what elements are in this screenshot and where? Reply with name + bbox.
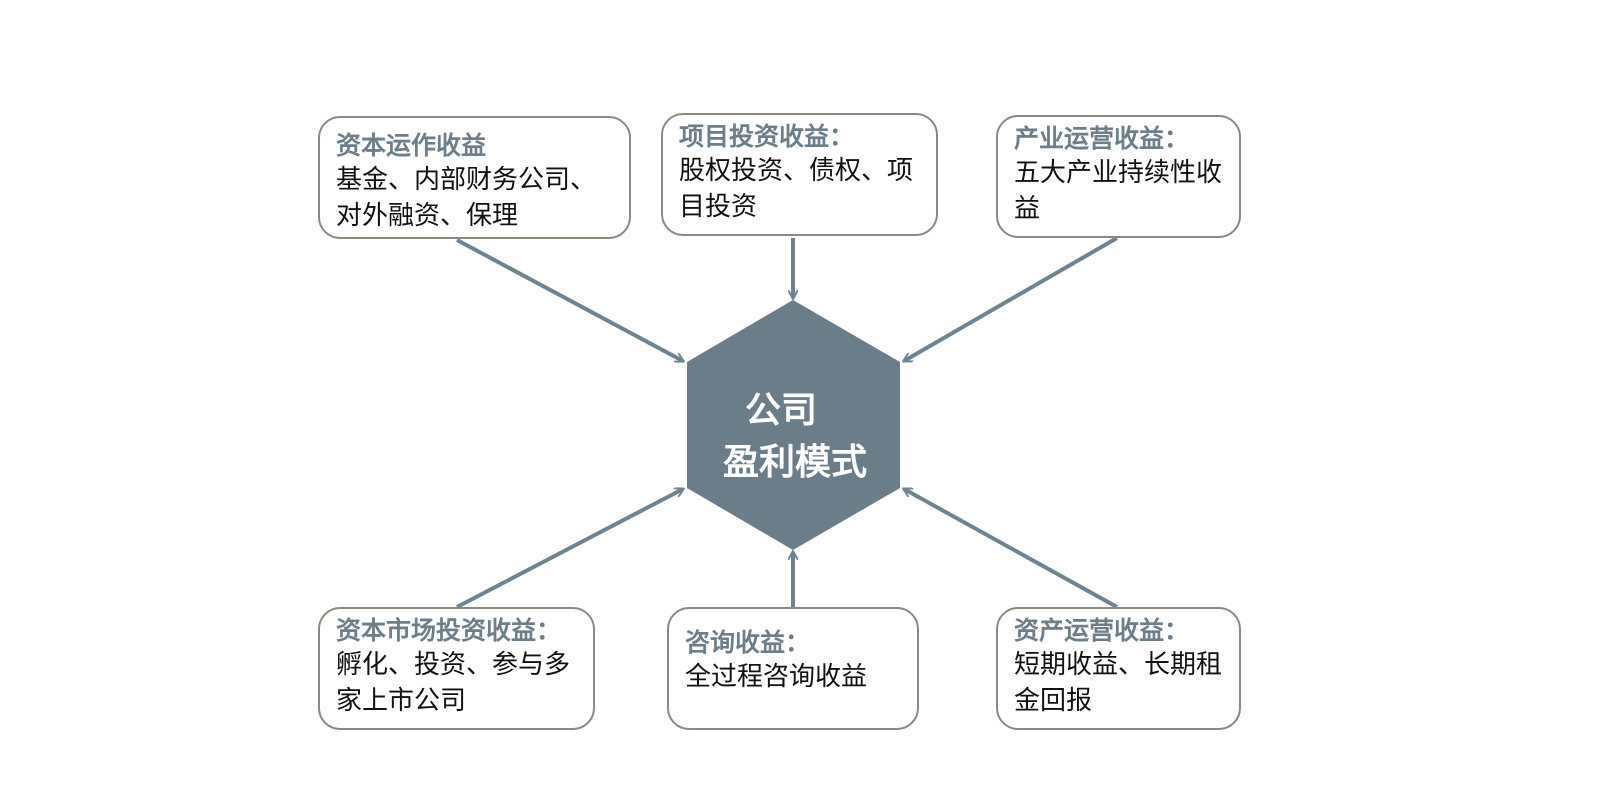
node-body: 股权投资、债权、项目投资	[679, 156, 914, 222]
node-title: 产业运营收益：	[1014, 124, 1190, 153]
arrow-asset-operation	[904, 487, 1118, 609]
center-line-1: 公司	[745, 390, 818, 431]
node-title: 咨询收益：	[685, 628, 811, 657]
node-industry-operation: 产业运营收益： 五大产业持续性收益	[996, 115, 1241, 238]
arrow-capital-operation	[456, 238, 683, 363]
arrow-industry-operation	[904, 236, 1119, 363]
node-consulting: 咨询收益： 全过程咨询收益	[667, 607, 919, 730]
node-title: 资本市场投资收益：	[336, 616, 562, 645]
center-hexagon	[687, 300, 900, 550]
node-body: 短期收益、长期租金回报	[1014, 650, 1223, 716]
node-capital-market: 资本市场投资收益： 孵化、投资、参与多家上市公司	[318, 607, 595, 730]
node-title: 项目投资收益：	[679, 122, 855, 151]
node-body: 全过程咨询收益	[685, 662, 868, 692]
node-body: 孵化、投资、参与多家上市公司	[336, 650, 571, 716]
arrow-capital-market	[456, 487, 683, 609]
node-title: 资产运营收益：	[1014, 616, 1190, 645]
node-body: 五大产业持续性收益	[1014, 158, 1223, 224]
node-title: 资本运作收益	[336, 131, 487, 160]
node-project-investment: 项目投资收益： 股权投资、债权、项目投资	[661, 113, 938, 236]
node-asset-operation: 资产运营收益： 短期收益、长期租金回报	[996, 607, 1241, 730]
node-body: 基金、内部财务公司、对外融资、保理	[336, 165, 597, 231]
node-capital-operation: 资本运作收益 基金、内部财务公司、对外融资、保理	[318, 116, 631, 239]
center-label: 公司 盈利模式	[687, 385, 900, 489]
center-line-2: 盈利模式	[723, 442, 868, 483]
